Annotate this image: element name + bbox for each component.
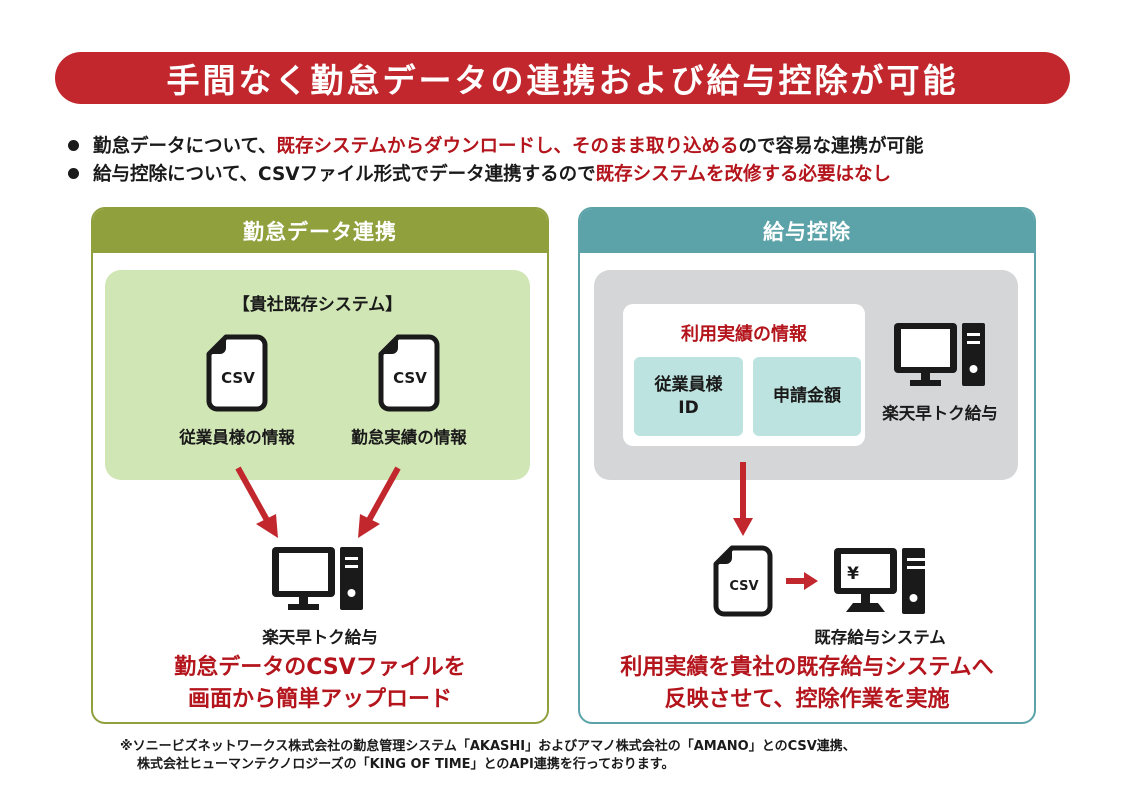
right-summary-line: 反映させて、控除作業を実施 — [664, 686, 950, 712]
desktop-computer-icon — [894, 323, 985, 386]
existing-system-title: 【貴社既存システム】 — [232, 295, 403, 315]
left-summary-line: 画面から簡単アップロード — [187, 686, 452, 712]
bullet-text-plain: ので容易な連携が可能 — [738, 136, 924, 157]
usage-info-title: 利用実績の情報 — [681, 324, 807, 345]
field-label: ID — [678, 397, 699, 418]
csv-file-label: CSV — [729, 579, 758, 594]
existing-system-box — [105, 270, 530, 480]
bullet-text-plain: 給与控除について、CSVファイル形式でデータ連携するので — [93, 164, 596, 185]
bullet-dot-icon — [68, 139, 79, 151]
csv-file-icon: CSV — [206, 334, 268, 412]
yen-symbol: ¥ — [847, 564, 859, 584]
bullet-text-highlight: 既存システムを改修する必要はなし — [595, 164, 892, 185]
bullet-text: 給与控除について、CSVファイル形式でデータ連携するので既存システムを改修する必… — [93, 160, 891, 186]
panel-header: 勤怠データ連携 — [93, 209, 547, 253]
field-label: 申請金額 — [773, 386, 841, 407]
yen-computer-icon: ¥ — [834, 548, 925, 614]
bullet-text-plain: 勤怠データについて、 — [93, 136, 277, 157]
csv-file-label: CSV — [393, 369, 427, 387]
title-banner: 手間なく勤怠データの連携および給与控除が可能 — [55, 52, 1070, 104]
right-summary: 利用実績を貴社の既存給与システムへ 反映させて、控除作業を実施 — [578, 652, 1036, 716]
field-requested-amount: 申請金額 — [753, 357, 861, 436]
rakuten-payroll-caption: 楽天早トク給与 — [882, 404, 998, 423]
bullet-text-highlight: 既存システムからダウンロードし、そのまま取り込める — [276, 136, 739, 157]
right-summary-line: 利用実績を貴社の既存給与システムへ — [620, 655, 994, 680]
existing-payroll-caption: 既存給与システム — [814, 628, 946, 647]
employee-info-caption: 従業員様の情報 — [179, 428, 295, 447]
left-summary: 勤怠データのCSVファイルを 画面から簡単アップロード — [91, 652, 549, 716]
panel-header: 給与控除 — [580, 209, 1034, 253]
footnote-line: 株式会社ヒューマンテクノロジーズの「KING OF TIME」とのAPI連携を行… — [137, 757, 675, 772]
arrow-down-left-icon — [358, 466, 401, 538]
bullet-dot-icon — [68, 167, 79, 179]
rakuten-payroll-caption: 楽天早トク給与 — [262, 628, 378, 647]
arrow-down-icon — [733, 462, 753, 536]
arrow-right-icon — [786, 572, 818, 590]
left-summary-line: 勤怠データのCSVファイルを — [174, 655, 466, 680]
csv-file-icon: CSV — [713, 545, 773, 617]
desktop-computer-icon — [272, 547, 363, 610]
upload-arrows — [235, 466, 401, 538]
csv-file-icon: CSV — [378, 334, 440, 412]
csv-file-label: CSV — [221, 369, 255, 387]
bullet-text: 勤怠データについて、既存システムからダウンロードし、そのまま取り込めるので容易な… — [93, 132, 924, 158]
bullet-item: 勤怠データについて、既存システムからダウンロードし、そのまま取り込めるので容易な… — [68, 132, 924, 158]
field-employee-id: 従業員様 ID — [634, 357, 743, 436]
bullet-item: 給与控除について、CSVファイル形式でデータ連携するので既存システムを改修する必… — [68, 160, 891, 186]
footnote-line: ※ソニービズネットワークス株式会社の勤怠管理システム「AKASHI」およびアマノ… — [120, 739, 856, 754]
page-title: 手間なく勤怠データの連携および給与控除が可能 — [166, 61, 959, 100]
field-label: 従業員様 — [654, 374, 723, 395]
arrow-down-right-icon — [235, 466, 278, 538]
attendance-info-caption: 勤怠実績の情報 — [351, 428, 467, 447]
